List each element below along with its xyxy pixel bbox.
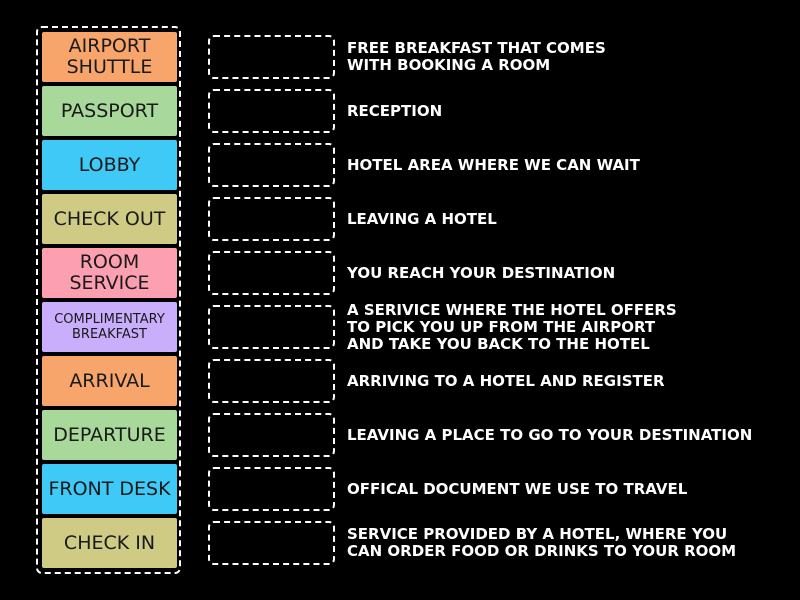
definition-text: YOU REACH YOUR DESTINATION	[347, 263, 616, 282]
drop-slot[interactable]	[208, 251, 335, 295]
definition-text: LEAVING A PLACE TO GO TO YOUR DESTINATIO…	[347, 425, 753, 444]
definition-text: A SERIVICE WHERE THE HOTEL OFFERS TO PIC…	[347, 300, 677, 353]
tile-complimentary-breakfast[interactable]: COMPLIMENTARY BREAKFAST	[42, 302, 177, 352]
tile-label: AIRPORT SHUTTLE	[66, 35, 153, 78]
tile-label: CHECK OUT	[53, 207, 166, 230]
definition-text: HOTEL AREA WHERE WE CAN WAIT	[347, 155, 640, 174]
definition-text: RECEPTION	[347, 101, 443, 120]
drop-slot[interactable]	[208, 521, 335, 565]
tile-check-out[interactable]: CHECK OUT	[42, 194, 177, 244]
tile-departure[interactable]: DEPARTURE	[42, 410, 177, 460]
tile-passport[interactable]: PASSPORT	[42, 86, 177, 136]
drop-slot[interactable]	[208, 89, 335, 133]
tile-label: LOBBY	[78, 153, 141, 176]
tile-label: PASSPORT	[60, 99, 159, 122]
tile-lobby[interactable]: LOBBY	[42, 140, 177, 190]
tile-label: CHECK IN	[63, 531, 156, 554]
definition-text: FREE BREAKFAST THAT COMES WITH BOOKING A…	[347, 39, 606, 74]
tile-label: ARRIVAL	[69, 369, 150, 392]
drop-slot[interactable]	[208, 413, 335, 457]
drop-slot[interactable]	[208, 467, 335, 511]
drop-slot[interactable]	[208, 305, 335, 349]
definition-text: ARRIVING TO A HOTEL AND REGISTER	[347, 371, 665, 390]
tile-arrival[interactable]: ARRIVAL	[42, 356, 177, 406]
drop-slot[interactable]	[208, 359, 335, 403]
tile-room-service[interactable]: ROOM SERVICE	[42, 248, 177, 298]
tile-label: ROOM SERVICE	[69, 251, 150, 294]
tile-label: FRONT DESK	[48, 477, 171, 500]
tile-check-in[interactable]: CHECK IN	[42, 518, 177, 568]
definition-text: LEAVING A HOTEL	[347, 209, 497, 228]
definition-text: OFFICAL DOCUMENT WE USE TO TRAVEL	[347, 479, 688, 498]
drop-slot[interactable]	[208, 35, 335, 79]
drop-slot[interactable]	[208, 197, 335, 241]
tile-label: COMPLIMENTARY BREAKFAST	[54, 312, 165, 342]
tile-front-desk[interactable]: FRONT DESK	[42, 464, 177, 514]
definition-text: SERVICE PROVIDED BY A HOTEL, WHERE YOU C…	[347, 525, 737, 560]
drop-slot[interactable]	[208, 143, 335, 187]
tile-label: DEPARTURE	[53, 423, 166, 446]
tile-airport-shuttle[interactable]: AIRPORT SHUTTLE	[42, 32, 177, 82]
tile-column	[36, 26, 181, 574]
